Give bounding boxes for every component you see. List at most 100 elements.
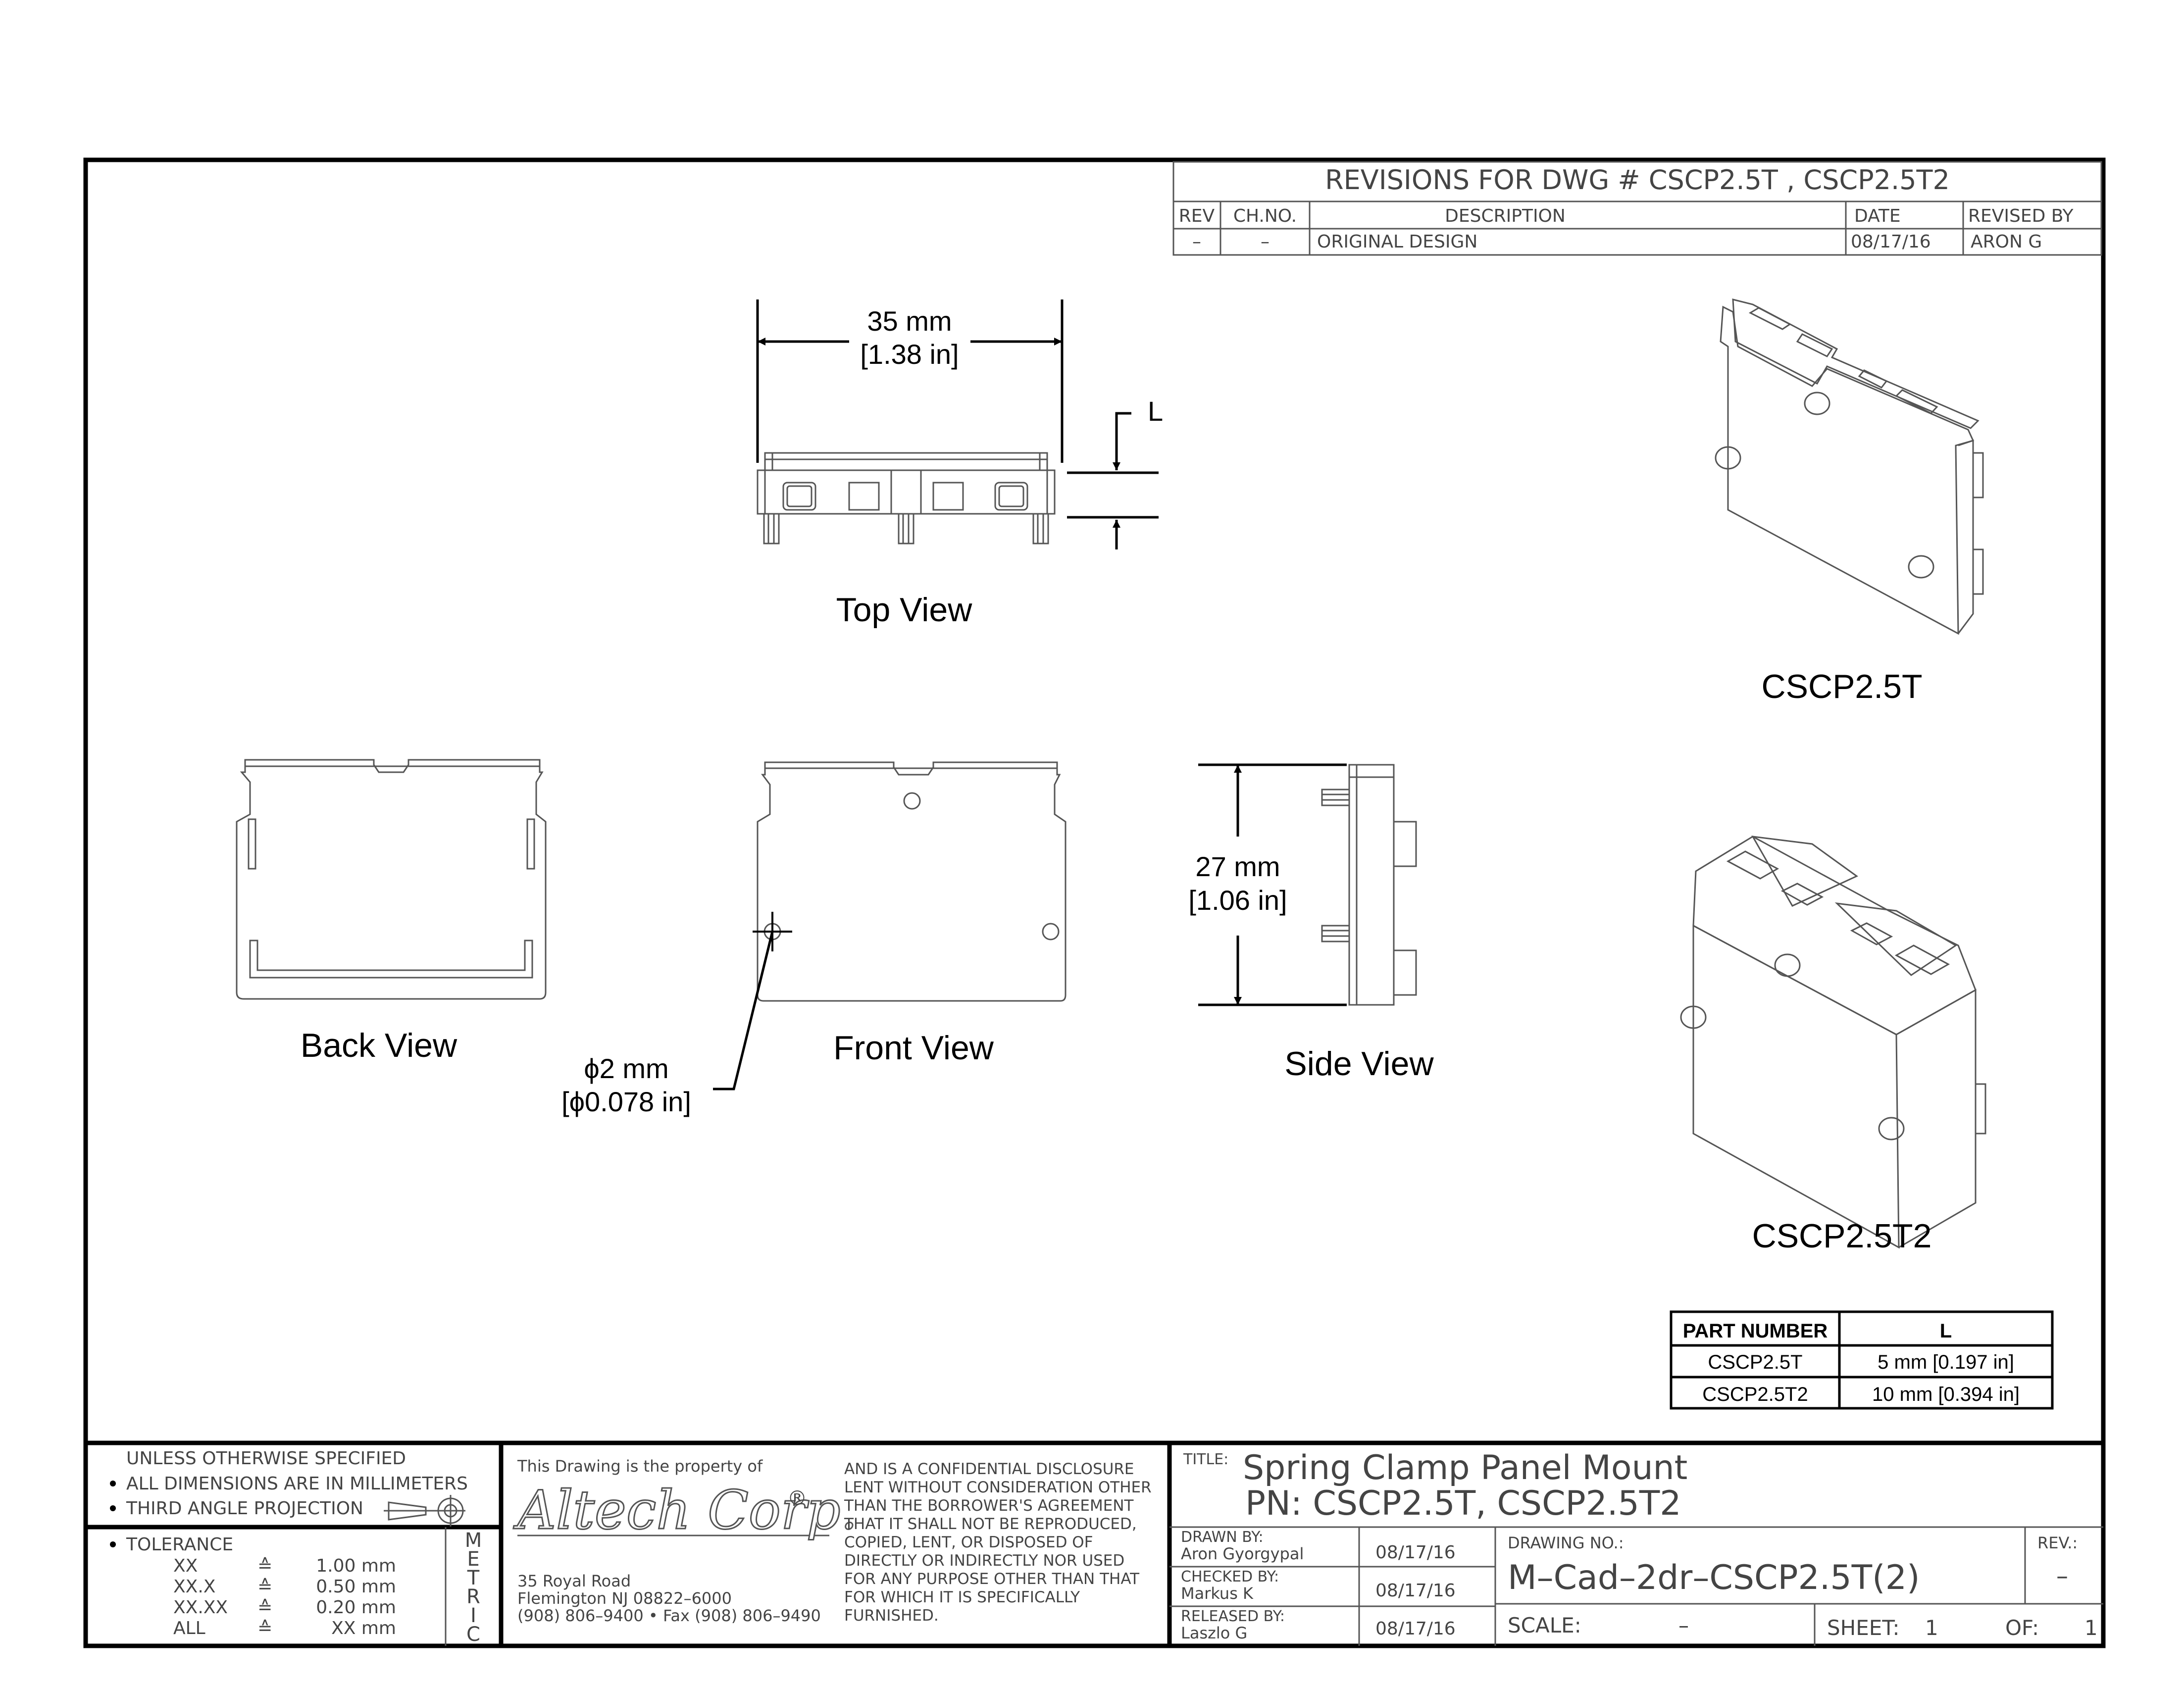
hole-dia-mm: ϕ2 mm bbox=[584, 1053, 668, 1084]
title-block bbox=[86, 1440, 2103, 1646]
iso-view-cscp25t2 bbox=[1680, 836, 1986, 1249]
date-value: 08/17/16 bbox=[1851, 232, 1931, 252]
checked-by-value: Markus K bbox=[1181, 1584, 1254, 1603]
l-dimension bbox=[1067, 412, 1159, 549]
tolerance-bullet bbox=[110, 1541, 116, 1547]
side-height-dimension bbox=[1198, 763, 1347, 1006]
sheet-value: 1 bbox=[1925, 1616, 1938, 1640]
disclosure-line: FOR ANY PURPOSE OTHER THAN THAT bbox=[844, 1570, 1140, 1588]
part-table-row1-part: CSCP2.5T bbox=[1708, 1351, 1802, 1373]
tolerance-format: XX bbox=[173, 1556, 198, 1576]
note-unless-specified: UNLESS OTHERWISE SPECIFIED bbox=[126, 1448, 406, 1469]
title-label: TITLE: bbox=[1183, 1451, 1228, 1468]
drawing-no-value: M–Cad–2dr–CSCP2.5T(2) bbox=[1508, 1558, 1920, 1597]
l-label: L bbox=[1148, 396, 1163, 427]
front-view-label: Front View bbox=[833, 1029, 994, 1067]
disclosure-line: THAN THE BORROWER'S AGREEMENT bbox=[844, 1497, 1134, 1515]
disclosure-line: AND IS A CONFIDENTIAL DISCLOSURE bbox=[844, 1460, 1134, 1478]
metric-letter: I bbox=[470, 1604, 476, 1627]
front-view-drawing bbox=[757, 761, 1067, 1002]
tolerance-symbol: ≙ bbox=[257, 1618, 272, 1638]
revisions-table bbox=[1172, 161, 2102, 256]
date-header: DATE bbox=[1854, 206, 1901, 226]
chno-value: – bbox=[1261, 232, 1270, 252]
iso2-label: CSCP2.5T2 bbox=[1752, 1217, 1932, 1255]
address-phone: (908) 806–9400 • Fax (908) 806–9490 bbox=[517, 1606, 821, 1625]
hole-dia-in: [ϕ0.078 in] bbox=[561, 1086, 691, 1117]
top-width-dimension bbox=[756, 299, 1064, 463]
sheet-label: SHEET: bbox=[1827, 1616, 1900, 1640]
tolerance-format: ALL bbox=[173, 1618, 205, 1638]
part-table-row2-l: 10 mm [0.394 in] bbox=[1872, 1384, 2020, 1405]
back-view-label: Back View bbox=[301, 1027, 457, 1064]
tolerance-symbol: ≙ bbox=[257, 1577, 272, 1597]
of-value: 1 bbox=[2084, 1616, 2098, 1640]
registered-mark: ® bbox=[787, 1487, 807, 1510]
released-by-label: RELEASED BY: bbox=[1181, 1608, 1285, 1625]
top-width-in: [1.38 in] bbox=[860, 339, 959, 370]
revised-by-value: ARON G bbox=[1971, 232, 2042, 252]
metric-letter: M bbox=[465, 1529, 482, 1552]
rev-value-block: – bbox=[2056, 1562, 2068, 1590]
top-view-drawing bbox=[757, 452, 1056, 544]
part-table-row2-part: CSCP2.5T2 bbox=[1702, 1384, 1808, 1405]
drawn-by-label: DRAWN BY: bbox=[1181, 1529, 1264, 1546]
of-label: OF: bbox=[2005, 1616, 2039, 1640]
part-table-header-part: PART NUMBER bbox=[1683, 1320, 1828, 1342]
side-view-label: Side View bbox=[1284, 1045, 1434, 1083]
scale-label: SCALE: bbox=[1508, 1613, 1581, 1637]
title-line-2: PN: CSCP2.5T, CSCP2.5T2 bbox=[1245, 1484, 1681, 1523]
checked-date: 08/17/16 bbox=[1375, 1581, 1456, 1601]
rev-value: – bbox=[1192, 232, 1201, 252]
iso-view-cscp25t bbox=[1715, 298, 1984, 635]
tolerance-format: XX.X bbox=[173, 1577, 215, 1597]
disclosure-line: FURNISHED. bbox=[844, 1607, 939, 1625]
back-view-drawing bbox=[236, 759, 547, 1000]
drawn-date: 08/17/16 bbox=[1375, 1542, 1456, 1563]
tolerance-format: XX.XX bbox=[173, 1597, 228, 1618]
third-angle-projection-icon bbox=[384, 1495, 465, 1527]
tolerance-value: XX mm bbox=[331, 1618, 396, 1638]
disclosure-line: LENT WITHOUT CONSIDERATION OTHER bbox=[844, 1479, 1152, 1496]
metric-letter: T bbox=[467, 1567, 480, 1589]
side-height-in: [1.06 in] bbox=[1188, 885, 1287, 916]
revisions-title: REVISIONS FOR DWG # CSCP2.5T , CSCP2.5T2 bbox=[1325, 164, 1950, 196]
note-bullet bbox=[110, 1481, 116, 1486]
chno-header: CH.NO. bbox=[1233, 206, 1297, 226]
drawing-no-label: DRAWING NO.: bbox=[1508, 1534, 1624, 1552]
part-table-row1-l: 5 mm [0.197 in] bbox=[1878, 1351, 2014, 1373]
side-view-drawing bbox=[1321, 764, 1417, 1006]
disclosure-line: FOR WHICH IT IS SPECIFICALLY bbox=[844, 1588, 1080, 1606]
tolerance-label: TOLERANCE bbox=[126, 1534, 233, 1555]
iso1-label: CSCP2.5T bbox=[1762, 668, 1923, 705]
metric-letter: C bbox=[466, 1623, 480, 1646]
hole-leader-line bbox=[713, 931, 774, 1090]
released-by-value: Laszlo G bbox=[1181, 1624, 1247, 1642]
checked-by-label: CHECKED BY: bbox=[1181, 1568, 1279, 1585]
part-table-header-l: L bbox=[1940, 1320, 1952, 1342]
scale-value: – bbox=[1678, 1613, 1689, 1637]
note-bullet bbox=[110, 1505, 116, 1511]
drawn-by-value: Aron Gyorgypal bbox=[1181, 1544, 1304, 1563]
metric-letter: E bbox=[467, 1548, 479, 1571]
side-height-mm: 27 mm bbox=[1195, 851, 1280, 882]
tolerance-value: 0.20 mm bbox=[316, 1597, 396, 1618]
top-view-label: Top View bbox=[836, 591, 973, 629]
part-number-table bbox=[1670, 1310, 2054, 1410]
rev-label: REV.: bbox=[2037, 1534, 2078, 1552]
tolerance-value: 0.50 mm bbox=[316, 1577, 396, 1597]
revised-by-header: REVISED BY bbox=[1968, 206, 2074, 226]
disclosure-line: DIRECTLY OR INDIRECTLY NOR USED bbox=[844, 1552, 1124, 1570]
note-third-angle: THIRD ANGLE PROJECTION bbox=[126, 1498, 363, 1519]
rev-header: REV bbox=[1179, 206, 1215, 226]
tolerance-symbol: ≙ bbox=[257, 1597, 272, 1618]
title-line-1: Spring Clamp Panel Mount bbox=[1243, 1448, 1687, 1487]
tolerance-value: 1.00 mm bbox=[316, 1556, 396, 1576]
title-block-thin-lines bbox=[445, 1526, 2103, 1646]
address-city: Flemington NJ 08822–6000 bbox=[517, 1589, 732, 1608]
top-width-mm: 35 mm bbox=[867, 305, 952, 337]
